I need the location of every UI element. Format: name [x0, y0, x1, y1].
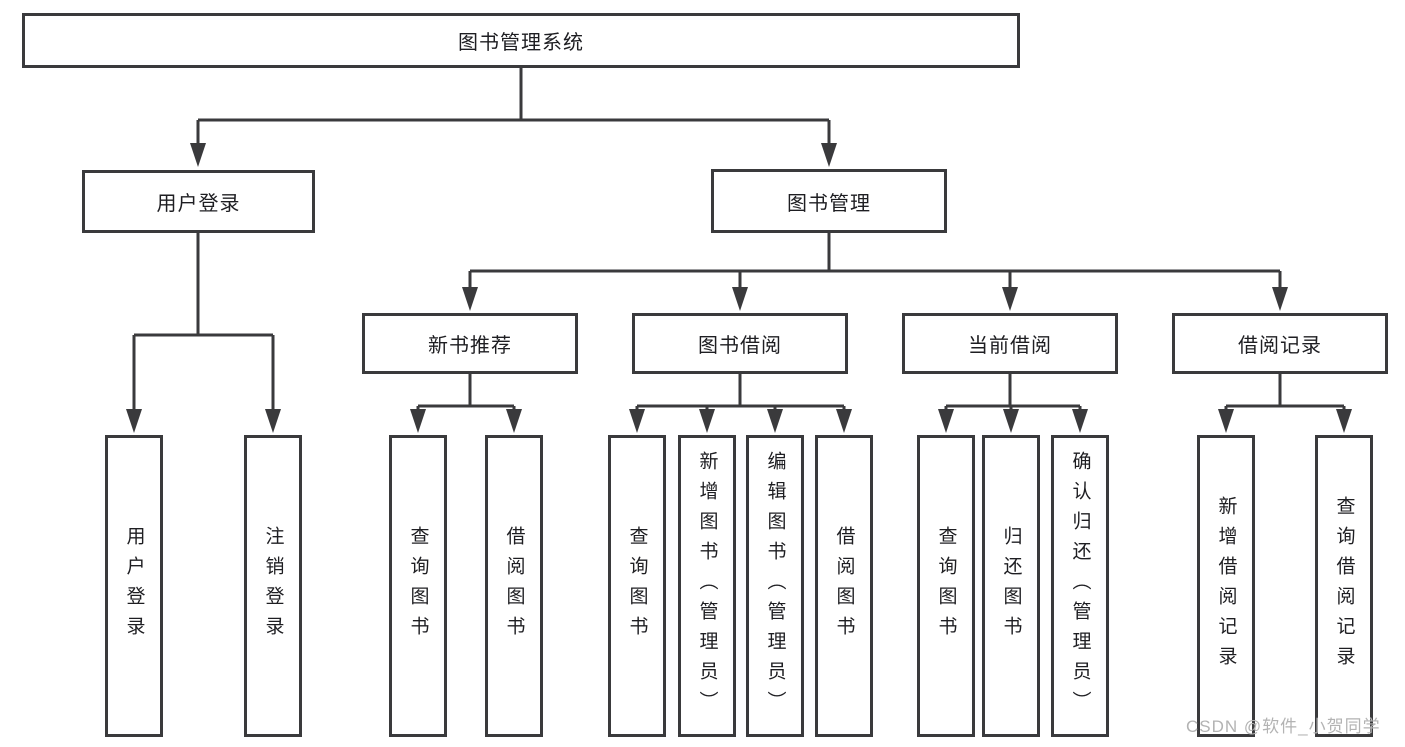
node-label: 注销登录 [262, 526, 284, 646]
node-label: 用户登录 [156, 193, 241, 215]
node-label: 查询借阅记录 [1333, 496, 1355, 676]
leaf-query-books-current: 查询图书 [917, 435, 975, 737]
leaf-query-books-borrowing: 查询图书 [608, 435, 666, 737]
leaf-borrow-books-recommend: 借阅图书 [485, 435, 543, 737]
arrowhead-icon [1002, 287, 1018, 311]
arrowhead-icon [821, 143, 837, 167]
node-label: 归还图书 [1000, 526, 1022, 646]
node-label: 图书管理 [787, 192, 871, 215]
node-label: 查询图书 [935, 526, 957, 646]
leaf-add-borrow-record: 新增借阅记录 [1197, 435, 1255, 737]
connector-new-book-branch [416, 374, 516, 410]
node-library-management-system: 图书管理系统 [22, 13, 1020, 68]
leaf-query-borrow-record: 查询借阅记录 [1315, 435, 1373, 737]
leaf-borrow-books-borrowing: 借阅图书 [815, 435, 873, 737]
connector-book-borrowing-branch [635, 374, 846, 410]
node-current-borrowing: 当前借阅 [902, 313, 1118, 374]
arrowhead-icon [629, 409, 645, 433]
arrowhead-icon [767, 409, 783, 433]
leaf-user-login: 用户登录 [105, 435, 163, 737]
node-label: 当前借阅 [968, 335, 1052, 357]
arrowhead-icon [190, 143, 206, 167]
arrowhead-icon [1218, 409, 1234, 433]
connector-book-management-branch [468, 233, 1282, 288]
node-label: 用户登录 [123, 526, 145, 646]
csdn-watermark: CSDN @软件_小贺同学 [1186, 717, 1381, 736]
arrowhead-icon [126, 409, 142, 433]
leaf-query-books-recommend: 查询图书 [389, 435, 447, 737]
arrowhead-icon [506, 409, 522, 433]
arrowhead-icon [265, 409, 281, 433]
arrowhead-icon [410, 409, 426, 433]
leaf-return-books: 归还图书 [982, 435, 1040, 737]
connector-root-to-level2 [196, 68, 831, 144]
arrowhead-icon [462, 287, 478, 311]
arrowhead-icon [1003, 409, 1019, 433]
node-label: 借阅图书 [503, 526, 525, 646]
arrowhead-icon [938, 409, 954, 433]
connector-borrowing-records-branch [1224, 374, 1346, 410]
node-new-book-recommend: 新书推荐 [362, 313, 578, 374]
node-label: 借阅图书 [833, 526, 855, 646]
node-label: 新书推荐 [428, 335, 512, 357]
arrowhead-icon [699, 409, 715, 433]
node-label: 图书借阅 [698, 335, 782, 357]
node-borrowing-records: 借阅记录 [1172, 313, 1388, 374]
leaf-add-book-admin: 新增图书（管理员） [678, 435, 736, 737]
node-book-borrowing: 图书借阅 [632, 313, 848, 374]
connector-user-login-branch [132, 233, 275, 410]
node-label: 新增图书（管理员） [696, 451, 718, 721]
node-label: 确认归还（管理员） [1069, 451, 1091, 721]
leaf-logout: 注销登录 [244, 435, 302, 737]
leaf-edit-book-admin: 编辑图书（管理员） [746, 435, 804, 737]
node-user-login: 用户登录 [82, 170, 315, 233]
node-label: 编辑图书（管理员） [764, 451, 786, 721]
node-label: 图书管理系统 [458, 32, 584, 54]
node-book-management: 图书管理 [711, 169, 947, 233]
arrowhead-icon [836, 409, 852, 433]
arrowhead-icon [732, 287, 748, 311]
arrowhead-icon [1336, 409, 1352, 433]
arrowhead-icon [1072, 409, 1088, 433]
node-label: 新增借阅记录 [1215, 496, 1237, 676]
node-label: 查询图书 [407, 526, 429, 646]
node-label: 查询图书 [626, 526, 648, 646]
arrowhead-icon [1272, 287, 1288, 311]
leaf-confirm-return-admin: 确认归还（管理员） [1051, 435, 1109, 737]
node-label: 借阅记录 [1238, 335, 1322, 357]
connector-current-borrowing-branch [944, 374, 1082, 410]
